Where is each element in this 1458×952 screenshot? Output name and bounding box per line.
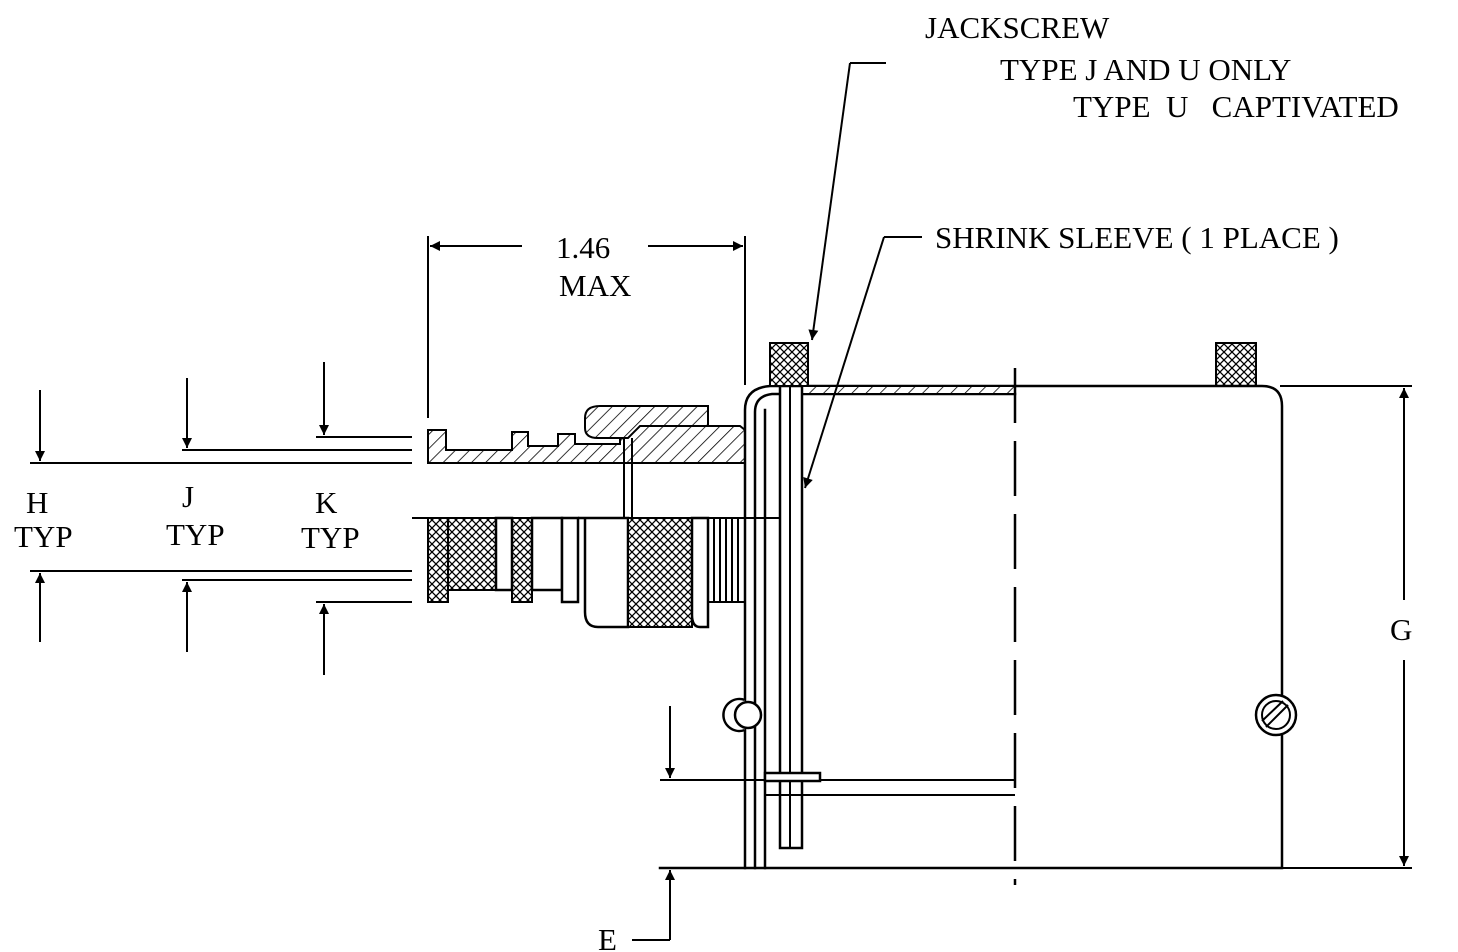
jackscrew-head-right (1215, 342, 1257, 387)
dimension-k-typ: TYP (301, 520, 360, 555)
dimension-g (1280, 388, 1412, 869)
jackscrew-type-label: TYPE J AND U ONLY (1000, 52, 1291, 87)
dimension-j-typ: TYP (166, 517, 225, 552)
shrink-sleeve-leader (803, 236, 922, 489)
dimension-h-typ: TYP (14, 519, 73, 554)
length-dimension-value: 1.46 (556, 230, 610, 265)
jackscrew-head-left (769, 342, 809, 387)
mounting-flange (658, 384, 1412, 870)
length-dimension (427, 236, 746, 418)
dimension-k-label: K (315, 485, 338, 520)
dimension-g-label: G (1390, 612, 1412, 647)
dimension-j (182, 378, 412, 652)
dimension-j-label: J (182, 479, 194, 514)
shrink-sleeve-label: SHRINK SLEEVE ( 1 PLACE ) (935, 220, 1339, 255)
dimension-h (30, 390, 412, 642)
jackscrew-captivated-label: TYPE U CAPTIVATED (1073, 89, 1399, 124)
dimension-e-label: E (598, 922, 617, 952)
length-dimension-unit: MAX (559, 268, 631, 303)
connector-body (1013, 368, 1298, 885)
backshell-assembly (412, 405, 780, 629)
jackscrew-label: JACKSCREW (925, 10, 1110, 45)
dimension-e (632, 706, 675, 941)
jackscrew-leader (808, 62, 886, 341)
dimension-h-label: H (26, 485, 48, 520)
dimension-k (316, 362, 412, 675)
